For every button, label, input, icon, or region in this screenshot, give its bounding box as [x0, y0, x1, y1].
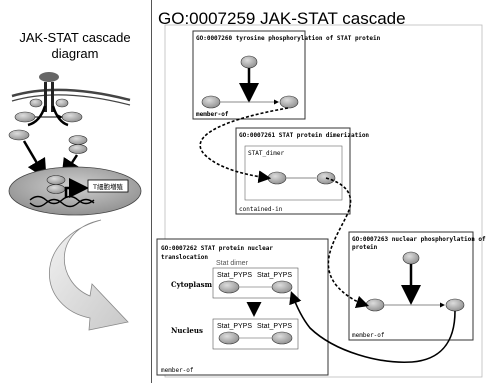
panel-4: GO:0007263 nuclear phosphorylation of ST…	[349, 232, 489, 340]
panel-4-caption-line1: GO:0007263 nuclear phosphorylation of ST…	[352, 236, 489, 243]
panel-2-inner-label: STAT_dimer	[248, 150, 285, 157]
panel-3-node-tl	[219, 281, 239, 293]
panel-2-caption: GO:0007261 STAT protein dimerization	[239, 132, 369, 139]
t-cell-label: T細胞増殖	[92, 182, 123, 191]
panel-2: GO:0007261 STAT protein dimerization STA…	[236, 128, 369, 214]
panel-2-footer: contained-in	[239, 206, 283, 213]
jak-node-right	[56, 99, 68, 107]
panel-4-footer: member-of	[352, 332, 385, 339]
panel-3-node-label-tl: Stat_PYPS	[217, 272, 252, 279]
panel-4-top-node	[403, 252, 419, 264]
side-node	[9, 130, 29, 140]
stat-node-1	[15, 112, 35, 122]
stat-node-2	[62, 112, 82, 122]
stat-p-node-1	[69, 136, 87, 145]
panel-3-node-label-tr: Stat_PYPS	[257, 272, 292, 279]
stat-p-node-2	[69, 145, 87, 154]
cell-diagram: T細胞増殖	[9, 72, 141, 215]
panel-3: GO:0007262 STAT protein nuclear transloc…	[157, 239, 328, 375]
panel-3-node-label-br: Stat_PYPS	[257, 323, 292, 330]
curved-transition-arrow	[49, 220, 128, 330]
panel-2-left-node	[268, 172, 286, 184]
panel-3-node-br	[272, 332, 292, 344]
panel-1-top-node	[241, 56, 257, 68]
panel-1-left-node	[202, 96, 220, 108]
panel-1-footer: member-of	[196, 111, 229, 118]
panel-1-caption: GO:0007260 tyrosine phosphorylation of S…	[196, 35, 381, 42]
panel-3-stat-dimer-label: Stat dimer	[216, 260, 249, 267]
panel-1: GO:0007260 tyrosine phosphorylation of S…	[193, 31, 381, 119]
ligand-shape	[39, 72, 59, 82]
panel-3-node-label-bl: Stat_PYPS	[217, 323, 252, 330]
panel-3-caption-line2: translocation	[161, 254, 208, 261]
panel-3-footer: member-of	[161, 367, 194, 374]
panel-4-caption-line2: protein	[352, 244, 378, 251]
panel-4-left-node	[366, 299, 384, 311]
panel-3-node-tr	[272, 281, 292, 293]
panel-3-node-bl	[219, 332, 239, 344]
panel-3-cytoplasm-label: Cytoplasm	[171, 280, 213, 289]
panel-4-right-node	[446, 299, 464, 311]
nuclear-stat-1	[47, 176, 65, 185]
panel-1-right-node	[280, 96, 298, 108]
nuclear-stat-2	[47, 185, 65, 194]
nuclear-arrow-left	[24, 141, 44, 175]
panel-2-frame	[236, 128, 350, 214]
panel-3-nucleus-label: Nucleus	[171, 326, 203, 335]
jak-node-left	[30, 99, 42, 107]
panel-3-caption-line1: GO:0007262 STAT protein nuclear	[161, 245, 273, 252]
